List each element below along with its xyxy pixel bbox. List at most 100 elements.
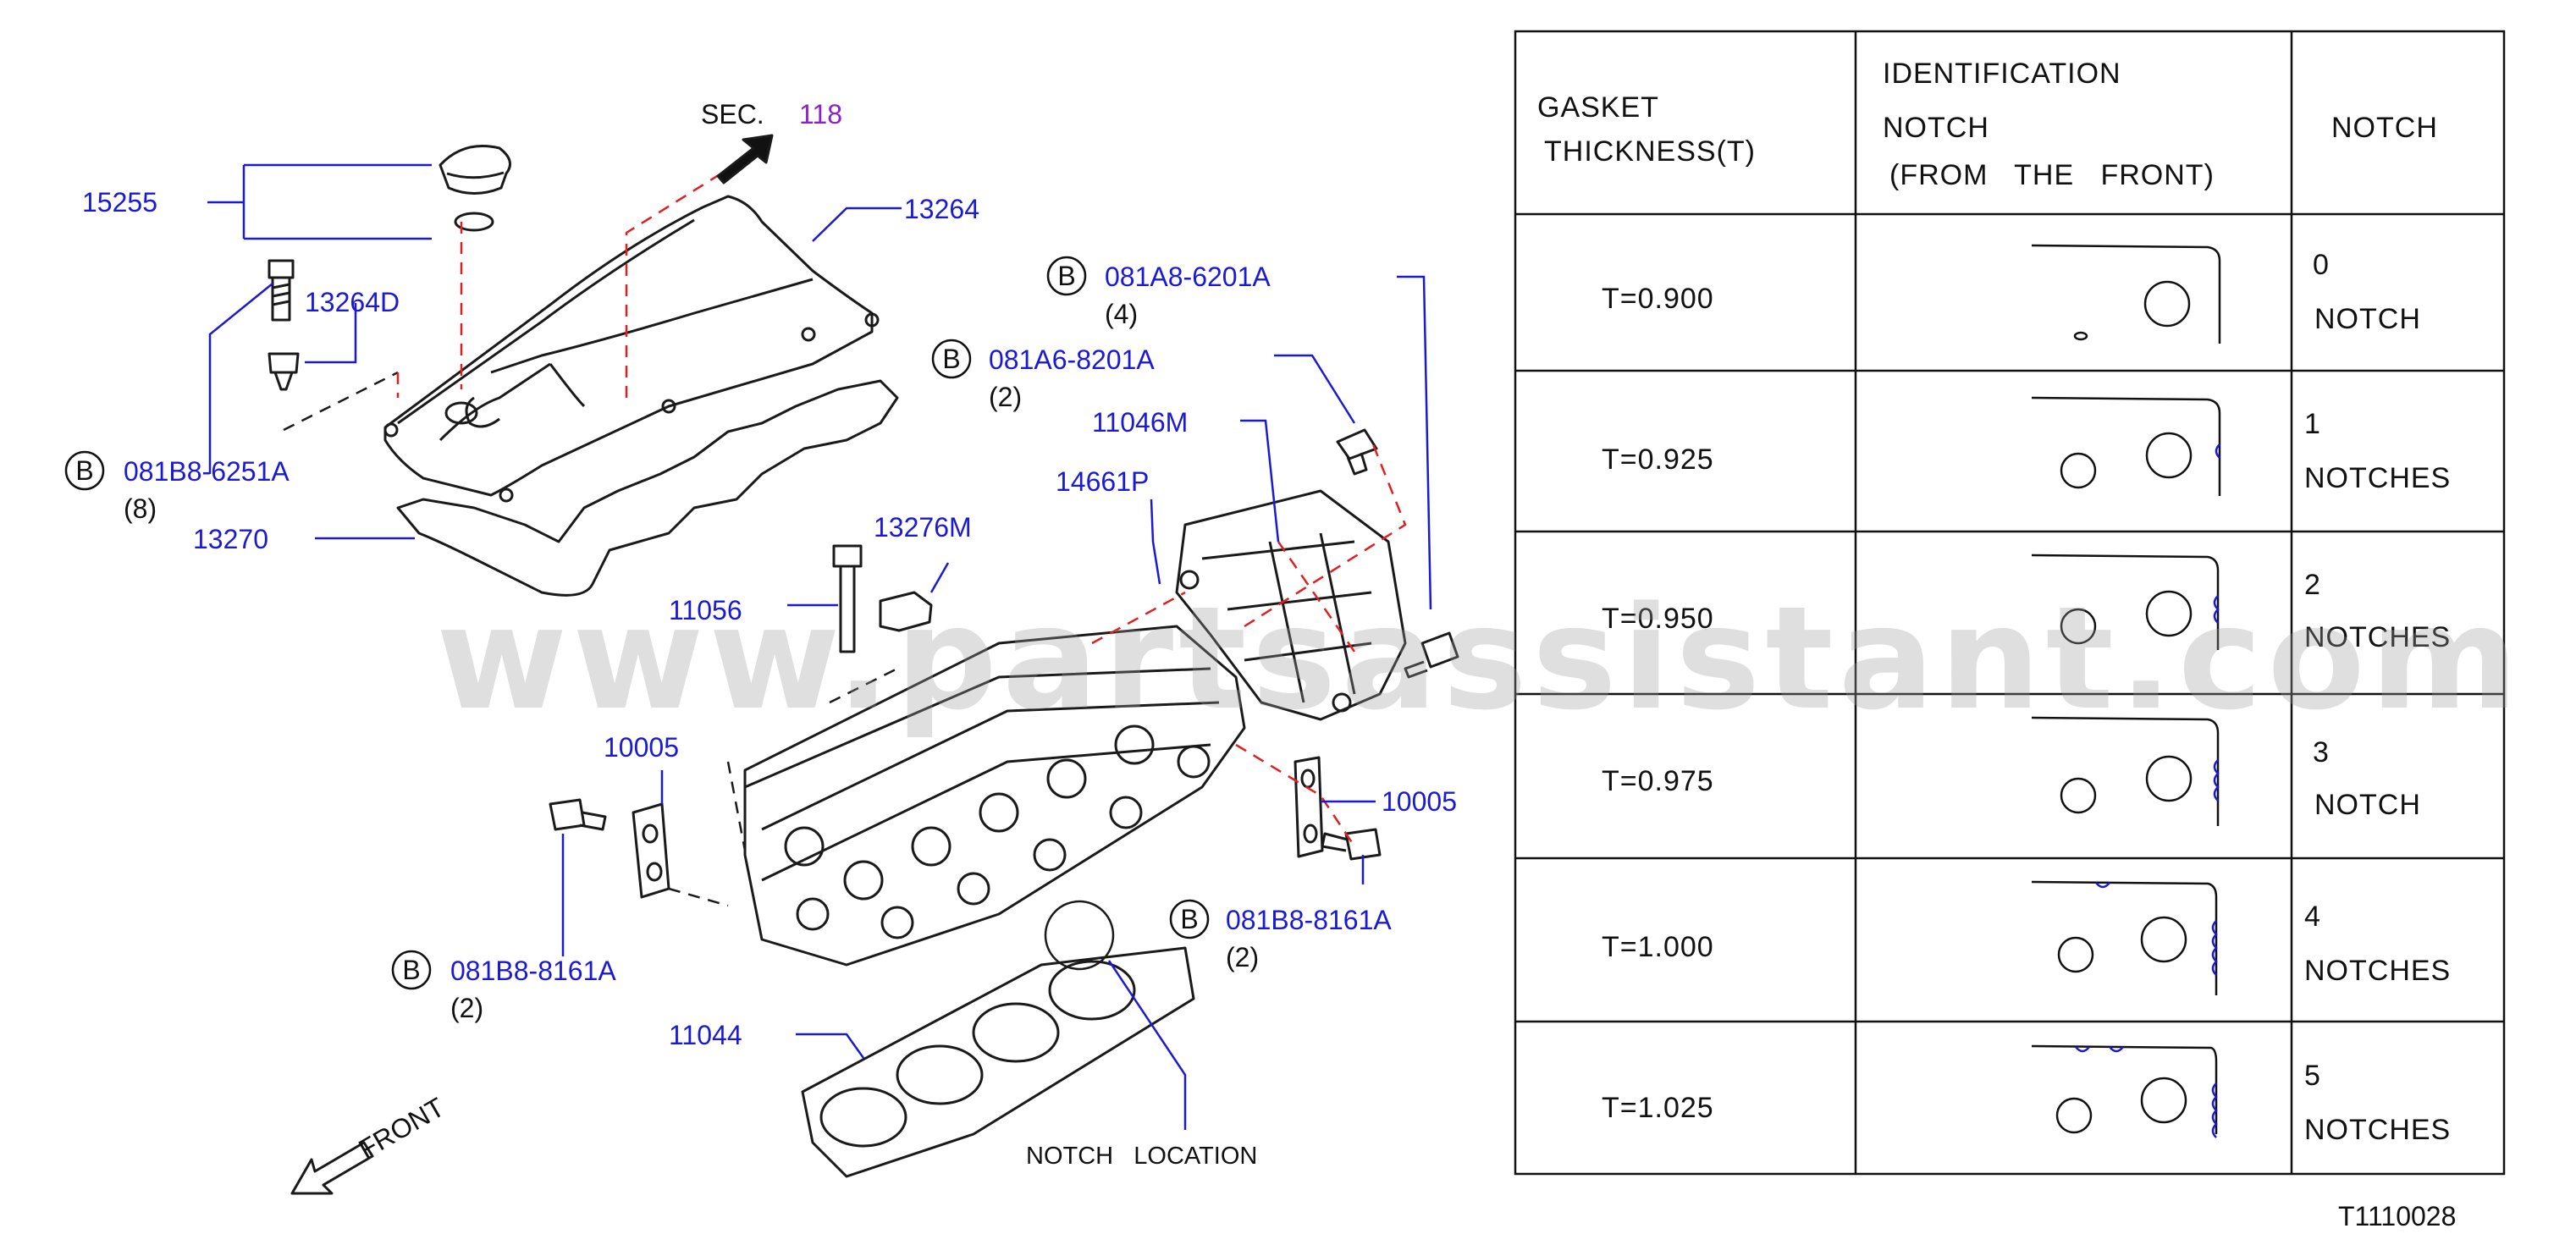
part-14661p[interactable]: 14661P	[1056, 466, 1149, 497]
section-prefix: SEC.	[701, 99, 764, 129]
row1-notch-word: NOTCH	[2314, 303, 2421, 335]
side-bolt-right[interactable]	[1321, 828, 1382, 861]
badge-b-5: B	[402, 955, 420, 985]
part-081b8-8161a-left[interactable]: 081B8-8161A	[450, 956, 616, 986]
notch-diagram-2	[2031, 554, 2220, 650]
badge-b-2: B	[1057, 261, 1075, 291]
part-11056[interactable]: 11056	[669, 595, 742, 625]
rocker-grommet[interactable]	[268, 352, 300, 391]
bolt-badges	[64, 256, 1210, 990]
notch-diagram-5	[2031, 1044, 2218, 1134]
row2-thickness: T=0.925	[1602, 443, 1714, 476]
table-row: T=0.900 0 NOTCH	[1602, 249, 2421, 335]
table-grid	[1515, 31, 2504, 1174]
row1-notch-count: 0	[2313, 249, 2330, 281]
row5-notch-word: NOTCHES	[2304, 955, 2451, 987]
part-081a8-6201a[interactable]: 081A8-6201A	[1105, 262, 1271, 292]
bracket-bolt-top[interactable]	[1336, 428, 1378, 476]
side-bolt-left[interactable]	[549, 798, 607, 831]
head-bolt[interactable]	[832, 544, 863, 653]
row2-notch-count: 1	[2304, 408, 2321, 440]
qty-081b8-8161a-left: (2)	[450, 993, 483, 1023]
notch-mark	[2211, 920, 2218, 976]
badge-b-1: B	[75, 455, 93, 486]
cylinder-head[interactable]	[743, 625, 1246, 967]
front-label: FRONT	[354, 1092, 450, 1165]
header-col2-line3: (FROM THE FRONT)	[1889, 159, 2215, 191]
badge-b-3: B	[942, 344, 960, 374]
qty-081a6-8201a: (2)	[989, 382, 1022, 412]
oil-filler-cap[interactable]	[439, 145, 511, 232]
row1-thickness: T=0.900	[1602, 283, 1714, 315]
header-col2-line1: IDENTIFICATION	[1883, 58, 2121, 90]
row5-notch-count: 4	[2304, 901, 2321, 933]
part-13264[interactable]: 13264	[904, 194, 979, 224]
notch-mark	[2213, 759, 2220, 802]
part-11044[interactable]: 11044	[669, 1020, 742, 1050]
figure-code: T1110028	[2338, 1201, 2456, 1231]
bracket-bolt-right[interactable]	[1404, 631, 1459, 679]
row2-notch-word: NOTCHES	[2304, 462, 2451, 494]
assembly-dashed-lines	[283, 371, 898, 907]
row5-thickness: T=1.000	[1602, 931, 1714, 963]
badge-circle-4	[1169, 899, 1210, 939]
gasket-table: GASKET THICKNESS(T) IDENTIFICATION NOTCH…	[1514, 30, 2506, 1176]
row4-thickness: T=0.975	[1602, 765, 1714, 797]
notch-mark	[2095, 882, 2110, 889]
notch-marks	[2075, 443, 2220, 1138]
notch-diagram-4	[2031, 880, 2218, 995]
notch-diagram-0	[2031, 244, 2221, 344]
badge-circle-1	[64, 450, 105, 491]
row3-notch-word: NOTCHES	[2304, 621, 2451, 653]
badge-circle-2	[1046, 256, 1087, 296]
qty-081a8-6201a: (4)	[1105, 299, 1138, 329]
badge-b-4: B	[1180, 904, 1198, 934]
header-col3: NOTCH	[2331, 112, 2438, 144]
table-row: T=1.000 4 NOTCHES	[1602, 901, 2451, 987]
head-gasket[interactable]	[801, 900, 1195, 1178]
table-row: T=0.950 2 NOTCHES	[1602, 569, 2451, 653]
notch-location-label: NOTCH LOCATION	[1026, 1143, 1257, 1170]
row4-notch-word: NOTCH	[2314, 789, 2421, 821]
section-arrow	[716, 134, 774, 185]
side-gasket-left[interactable]	[632, 802, 670, 899]
watermark: www.partsassistant.com	[436, 576, 2524, 741]
part-11046m[interactable]: 11046M	[1092, 407, 1188, 438]
oil-control-valve[interactable]	[879, 591, 933, 632]
notch-illustrations	[2031, 244, 2221, 1134]
badge-circle-5	[391, 950, 432, 990]
side-gasket-right[interactable]	[1294, 756, 1324, 858]
notch-diagram-3	[2031, 716, 2220, 826]
leader-lines	[207, 163, 1432, 1130]
header-col1-line2: THICKNESS(T)	[1544, 135, 1756, 168]
row3-notch-count: 2	[2304, 569, 2321, 601]
badge-circle-3	[931, 339, 972, 379]
qty-081b8-6251a: (8)	[124, 493, 157, 524]
table-row: T=0.925 1 NOTCHES	[1602, 408, 2451, 494]
qty-081b8-8161a-right: (2)	[1226, 942, 1259, 972]
exploded-view	[268, 134, 1459, 1195]
notch-mark	[2213, 595, 2220, 624]
rocker-cover-gasket[interactable]	[396, 379, 899, 597]
rocker-cover[interactable]	[383, 195, 880, 503]
part-13270[interactable]: 13270	[193, 524, 268, 554]
table-row: T=0.975 3 NOTCH	[1602, 736, 2421, 821]
row3-thickness: T=0.950	[1602, 603, 1714, 635]
part-13276m[interactable]: 13276M	[874, 512, 972, 543]
section-number[interactable]: 118	[799, 99, 842, 129]
front-arrow	[290, 1141, 374, 1195]
part-10005-right[interactable]: 10005	[1382, 786, 1457, 817]
part-10005-left[interactable]: 10005	[604, 732, 679, 763]
part-081b8-6251a[interactable]: 081B8-6251A	[124, 456, 290, 487]
rocker-bolt[interactable]	[268, 259, 295, 322]
part-15255[interactable]: 15255	[82, 187, 157, 218]
part-081b8-8161a-right[interactable]: 081B8-8161A	[1226, 905, 1392, 935]
part-081a6-8201a[interactable]: 081A6-8201A	[989, 344, 1155, 375]
part-13264d[interactable]: 13264D	[305, 287, 400, 317]
notch-diagram-1	[2031, 396, 2221, 496]
row4-notch-count: 3	[2313, 736, 2330, 768]
notch-mark	[2075, 1046, 2124, 1053]
notch-mark	[2215, 443, 2220, 459]
row6-notch-word: NOTCHES	[2304, 1114, 2451, 1146]
